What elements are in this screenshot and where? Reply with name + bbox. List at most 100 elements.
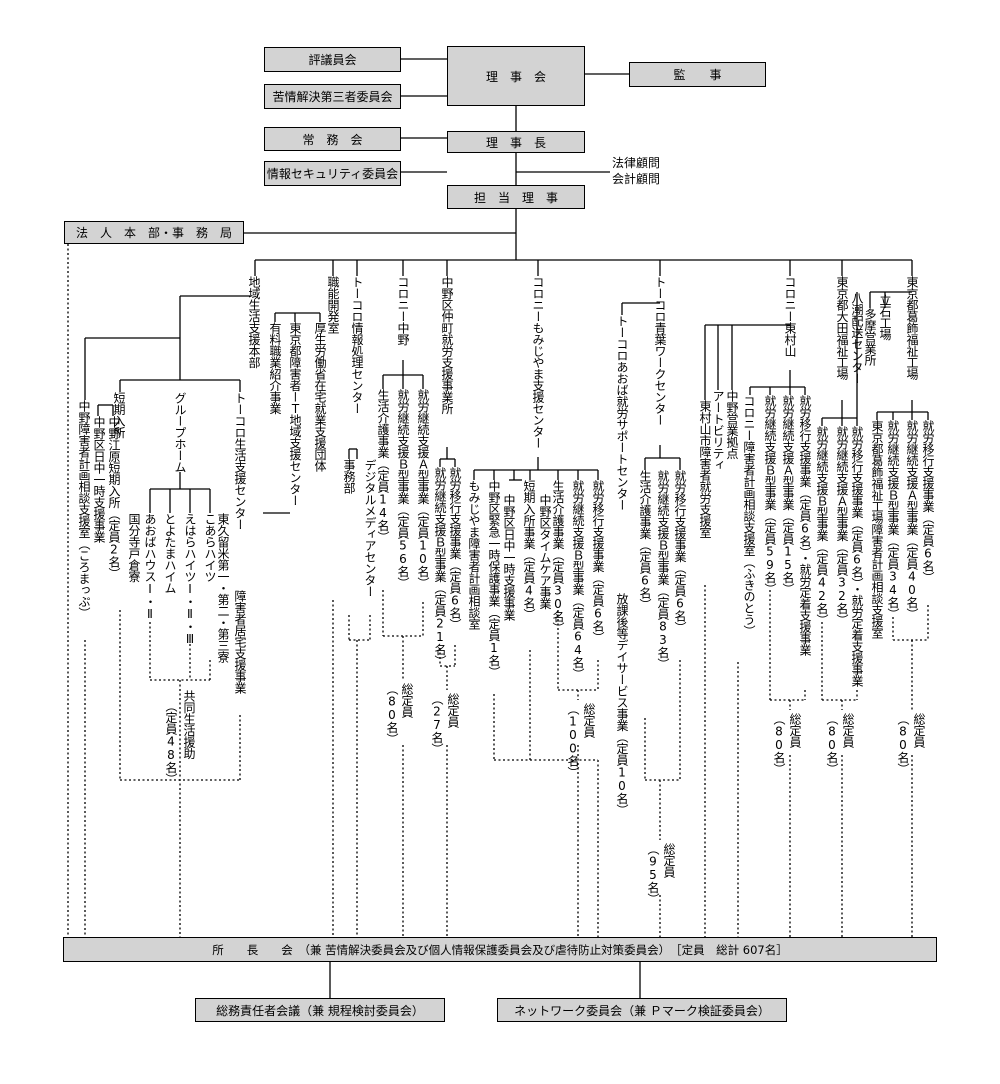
total-80a: （80名） (385, 683, 399, 745)
total-80a-label: 総定員 (400, 683, 414, 718)
directors-council-label: 所 長 会 （兼 苦情解決委員会及び個人情報保護委員会及び虐待防止対策委員会） … (212, 942, 788, 957)
transit-6e: 就労移行支援事業（定員6名）・就労定着支援事業 (850, 426, 864, 687)
third-party-committee-box: 苦情解決第三者委員会 (264, 84, 401, 109)
koara-heights: こあらハイツ (203, 513, 217, 582)
katsushika-factory: 東京都葛飾福祉工場 (905, 276, 919, 380)
mhlw-group: 厚生労働省在宅就業支援団体 (313, 322, 327, 472)
accounting-advisor: 会計顧問 (612, 172, 661, 186)
life-care-14: 生活介護事業（定員14名） (376, 389, 390, 543)
vocational-office: 職能開発室 (326, 276, 340, 334)
board-label: 理 事 会 (485, 69, 546, 84)
office-dept: 事務部 (342, 459, 356, 494)
security-committee-box: 情報セキュリティ委員会 (264, 161, 401, 186)
total-80d: （80名） (896, 713, 910, 775)
ehara-heights: えはらハイツⅠ・Ⅱ・Ⅲ (183, 513, 197, 646)
kokubunji-dorm: 国分寺戸倉寮 (127, 513, 141, 582)
short-stay-4: 短期入所事業（定員4名） (522, 480, 536, 620)
total-80d-label: 総定員 (912, 713, 926, 748)
a-type-15: 就労継続支援Ａ型事業（定員15名） (781, 395, 795, 595)
higashikurume-dorms: 東久留米第一・第二・第三寮 (216, 513, 230, 663)
a-type-10: 就労継続支援Ａ型事業（定員10名） (416, 389, 430, 589)
total-80b: （80名） (772, 713, 786, 775)
shared-living: 共同生活援助 (182, 690, 196, 759)
total-100-label: 総定員 (582, 703, 596, 738)
auditors-label: 監 事 (673, 68, 722, 82)
tateishi-plant: 立石工場 (878, 294, 892, 340)
nakano-sales: 中野営業拠点 (725, 390, 739, 459)
councilors-label: 評議員会 (308, 53, 357, 67)
total-80c-label: 総定員 (841, 713, 855, 748)
a-type-32: 就労継続支援Ａ型事業（定員32名） (835, 426, 849, 626)
third-party-committee-label: 苦情解決第三者委員会 (272, 90, 393, 104)
b-type-21: 就労継続支援Ｂ型事業（定員21名） (433, 467, 447, 667)
transit-6d: 就労移行支援事業（定員6名）・就労定着支援事業 (798, 395, 812, 656)
info-center: トーコロ情報処理センター (350, 276, 364, 414)
hq-box: 法 人 本 部・事 務 局 (64, 221, 244, 244)
shared-living-capacity: （定員48名） (164, 700, 178, 785)
counsel-center: 中野障害者計画相談支援室（ころまっぷ） (77, 400, 91, 619)
aoba-house: あおばハウスⅠ・Ⅱ (143, 513, 157, 621)
standing-committee-box: 常 務 会 (264, 127, 401, 151)
total-27-label: 総定員 (446, 693, 460, 728)
b-type-56: 就労継続支援Ｂ型事業（定員56名） (396, 389, 410, 589)
hq-label: 法 人 本 部・事 務 局 (75, 226, 232, 240)
director-box: 担 当 理 事 (447, 185, 585, 209)
security-committee-label: 情報セキュリティ委員会 (266, 167, 399, 181)
nakano-day-support: 中野区日中一時支援事業 (92, 416, 106, 543)
b-type-42: 就労継続支援Ｂ型事業（定員42名） (815, 426, 829, 626)
digital-media-center: デジタルメディアセンター (363, 459, 377, 597)
higashimurayama-colony: コロニー東村山 (783, 276, 797, 357)
a-type-40: 就労継続支援Ａ型事業（定員40名） (905, 420, 919, 620)
b-type-34: 就労継続支援Ｂ型事業（定員34名） (886, 420, 900, 620)
group-home: グループホーム (173, 392, 187, 473)
tocolo-life-center: トーコロ生活支援センター (233, 392, 247, 530)
momiji-counsel: もみじやま障害者計画相談室 (467, 480, 481, 630)
momijiyama-center: コロニーもみじやま支援センター (531, 276, 545, 449)
auditors-box: 監 事 (629, 62, 766, 87)
seiyo-work-center: トーコロ青葉ワークセンター (653, 276, 667, 426)
b-type-83: 就労継続支援Ｂ型事業（定員83名） (656, 470, 670, 670)
tokyo-t-center: 東京都障害者ーＴ地域支援センター (288, 322, 302, 506)
life-care-30: 生活介護事業（定員30名） (551, 480, 565, 634)
managers-meeting-box: 総務責任者会議（兼 規程検討委員会） (195, 998, 445, 1022)
after-school: 放課後等デイサービス事業（定員10名） (615, 593, 629, 816)
b-type-64: 就労継続支援Ｂ型事業（定員64名） (571, 480, 585, 680)
b-type-59: 就労継続支援Ｂ型事業（定員59名） (763, 395, 777, 595)
chairman-label: 理 事 長 (485, 135, 546, 150)
transit-6a: 就労移行支援事業（定員6名） (448, 467, 462, 630)
director-label: 担 当 理 事 (473, 190, 558, 205)
nakano-colony: コロニー中野 (396, 276, 410, 345)
timecare: 中野区タイムケア事業 (538, 494, 552, 609)
higashimurayama-support: 東村山市障害者就労支援室 (698, 400, 712, 538)
transit-6b: 就労移行支援事業（定員6名） (591, 480, 605, 643)
nakamachi-office: 中野区仲町就労支援事業所 (440, 276, 454, 414)
toyotama-heim: とよたまハイム (163, 513, 177, 594)
total-27: （27名） (430, 693, 444, 755)
managers-meeting-label: 総務責任者会議（兼 規程検討委員会） (216, 1003, 424, 1018)
aoba-support-center: トーコロあおば就労サポートセンター (615, 315, 629, 511)
network-committee-box: ネットワーク委員会（兼 Ｐマーク検証委員会） (497, 998, 787, 1022)
legal-advisor: 法律顧問 (612, 156, 661, 170)
hachiko-center: 八潮配送センター (850, 292, 864, 384)
tama-office: 多摩営業所 (863, 308, 877, 366)
artbility: アートビリティ (711, 390, 725, 471)
chairman-box: 理 事 長 (447, 131, 585, 153)
total-80c: （80名） (825, 713, 839, 775)
nakano-day-support-2: 中野区日中一時支援事業 (502, 494, 516, 621)
total-95-label: 総定員 (662, 843, 676, 878)
ehara-short-stay: 中野江原短期入所（定員2名） (107, 416, 121, 579)
board-box: 理 事 会 (447, 46, 585, 106)
short-stay: 短期入所 (112, 392, 126, 438)
home-care: 障害者居宅支援事業 (233, 590, 247, 694)
directors-council-box: 所 長 会 （兼 苦情解決委員会及び個人情報保護委員会及び虐待防止対策委員会） … (63, 937, 937, 962)
life-care-6: 生活介護事業（定員6名） (638, 470, 652, 610)
total-95: （95名） (646, 843, 660, 905)
katsushika-counsel: 東京都葛飾福祉工場障害者計画相談支援室 (870, 420, 884, 639)
total-100: （100名） (566, 703, 580, 778)
total-80b-label: 総定員 (788, 713, 802, 748)
regional-hq: 地域生活支援本部 (247, 276, 261, 368)
transit-6f: 就労移行支援事業（定員6名） (921, 420, 935, 583)
network-committee-label: ネットワーク委員会（兼 Ｐマーク検証委員会） (514, 1003, 770, 1018)
colony-counsel: コロニー障害者計画相談支援室（ふきのとう） (742, 395, 756, 637)
